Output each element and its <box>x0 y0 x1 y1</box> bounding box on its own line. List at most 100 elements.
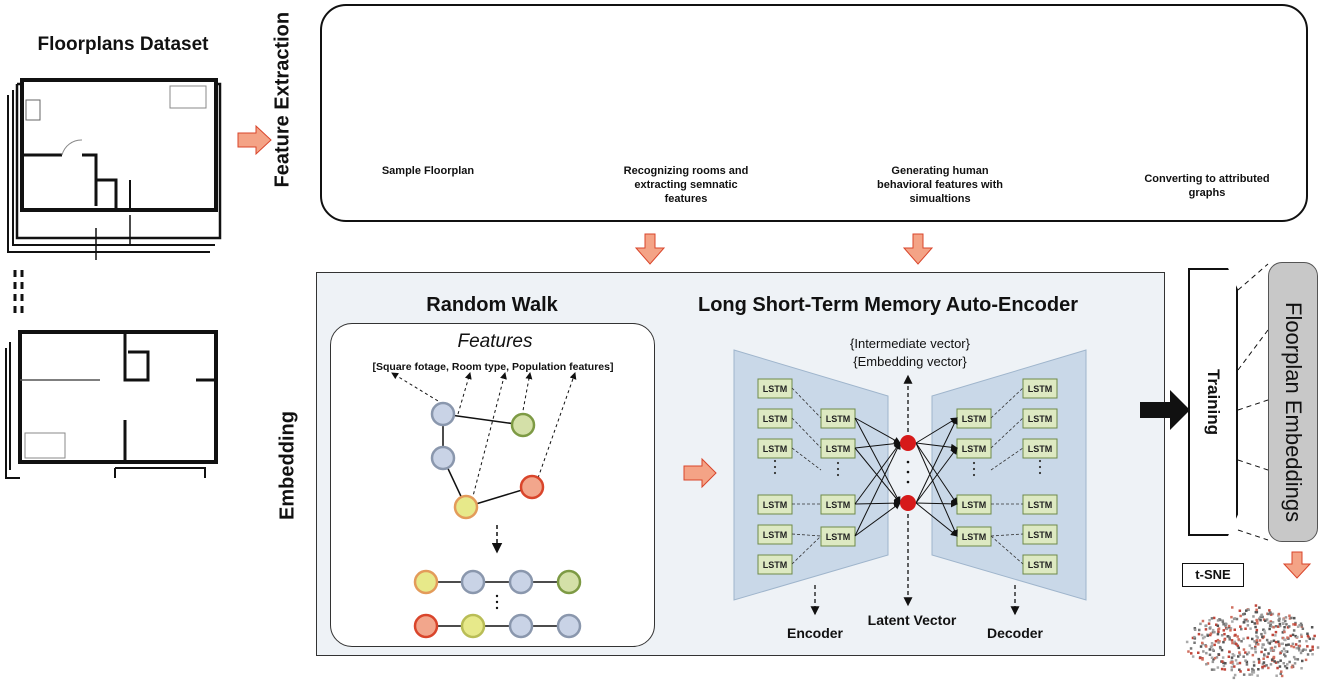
tsne-point <box>1222 661 1225 665</box>
floorplan-stack-top <box>7 78 222 260</box>
features-list: [Square fotage, Room type, Population fe… <box>372 361 614 373</box>
graph-node <box>430 445 456 471</box>
tsne-point <box>1233 665 1236 668</box>
tsne-point <box>1277 612 1281 616</box>
tsne-point <box>1198 656 1202 660</box>
ellipsis-dot <box>972 461 976 465</box>
tsne-point <box>1300 667 1303 670</box>
tsne-point <box>1279 672 1282 675</box>
tsne-point <box>1230 639 1234 642</box>
tsne-point <box>1234 633 1237 637</box>
tsne-point <box>1267 621 1270 624</box>
tsne-point <box>1216 632 1220 636</box>
tsne-point <box>1274 645 1277 649</box>
latent-connection <box>854 499 901 507</box>
latent-connection <box>915 417 958 504</box>
tsne-point <box>1272 626 1275 629</box>
tsne-point <box>1274 634 1277 637</box>
tsne-point <box>1233 628 1236 631</box>
tsne-point <box>1312 637 1315 641</box>
latent-vector-label: Latent Vector <box>867 612 957 628</box>
tsne-point <box>1288 617 1292 620</box>
latent-connection <box>854 502 901 537</box>
tsne-point <box>1230 659 1233 662</box>
tsne-point <box>1209 632 1213 635</box>
tsne-point <box>1217 653 1220 656</box>
tsne-point <box>1224 624 1227 627</box>
tsne-point <box>1227 655 1231 658</box>
tsne-point <box>1201 658 1204 661</box>
ellipsis-dot <box>972 473 976 477</box>
lstm-cell <box>1022 378 1058 399</box>
tsne-point <box>1233 642 1236 645</box>
tsne-point <box>1280 670 1283 673</box>
ellipsis-dot <box>773 465 777 469</box>
lstm-cell-label: LSTM <box>1028 444 1053 454</box>
tsne-point <box>1247 608 1250 611</box>
tsne-point <box>1244 659 1247 662</box>
ellipsis-dot <box>773 471 777 475</box>
tsne-point <box>1213 630 1216 634</box>
tsne-point <box>1221 620 1225 624</box>
tsne-point <box>1200 633 1204 637</box>
encoder-trapezoid <box>733 349 889 601</box>
tsne-point <box>1259 618 1262 622</box>
tsne-point <box>1278 644 1281 648</box>
latent-connection <box>915 447 958 504</box>
tsne-point <box>1268 642 1272 645</box>
tsne-point <box>1276 666 1279 670</box>
tsne-point <box>1279 651 1282 654</box>
tsne-point <box>1290 616 1293 620</box>
tsne-scatter <box>1185 604 1320 680</box>
tsne-point <box>1253 622 1256 625</box>
tsne-point <box>1193 641 1196 644</box>
lstm-cell-label: LSTM <box>763 500 788 510</box>
feature-extraction-panel <box>320 4 1308 222</box>
tsne-point <box>1311 653 1314 656</box>
walk-sequence-node <box>460 569 486 595</box>
tsne-point <box>1262 657 1265 660</box>
tsne-point <box>1221 660 1224 663</box>
tsne-point <box>1225 622 1228 626</box>
tsne-point <box>1284 654 1287 658</box>
tsne-point <box>1238 609 1242 612</box>
tsne-point <box>1284 650 1287 653</box>
tsne-point <box>1292 623 1295 626</box>
tsne-point <box>1269 620 1273 623</box>
tsne-point <box>1255 610 1259 614</box>
graph-node <box>453 494 479 520</box>
tsne-point <box>1230 668 1233 672</box>
tsne-point <box>1278 622 1282 626</box>
ellipsis-dot <box>1038 471 1042 475</box>
tsne-point <box>1243 612 1246 616</box>
tsne-point <box>1242 637 1245 640</box>
tsne-point <box>1205 663 1208 666</box>
tsne-point <box>1204 628 1208 631</box>
tsne-point <box>1285 666 1289 670</box>
walk-sequence-node <box>413 613 439 639</box>
tsne-point <box>1254 647 1257 651</box>
tsne-point <box>1248 673 1251 676</box>
floorplan-embeddings-label: Floorplan Embeddings <box>1281 302 1306 523</box>
tsne-point <box>1267 641 1270 644</box>
lstm-cell-label: LSTM <box>826 532 851 542</box>
step-caption-2: Recognizing rooms and extracting semnati… <box>623 165 749 205</box>
tsne-point <box>1204 645 1208 648</box>
ellipsis-dot <box>495 594 499 598</box>
tsne-point <box>1245 660 1249 664</box>
tsne-point <box>1293 616 1296 620</box>
latent-connection <box>915 442 958 451</box>
tsne-point <box>1283 653 1286 656</box>
tsne-point <box>1236 644 1240 648</box>
tsne-point <box>1235 617 1239 621</box>
tsne-point <box>1255 631 1258 634</box>
tsne-point <box>1229 627 1233 630</box>
tsne-point <box>1309 649 1312 652</box>
tsne-point <box>1211 660 1215 664</box>
tsne-point <box>1290 644 1293 648</box>
latent-node <box>900 495 916 511</box>
tsne-point <box>1242 655 1245 658</box>
tsne-point <box>1301 627 1305 630</box>
tsne-point <box>1294 621 1297 625</box>
lstm-cell <box>820 494 856 515</box>
